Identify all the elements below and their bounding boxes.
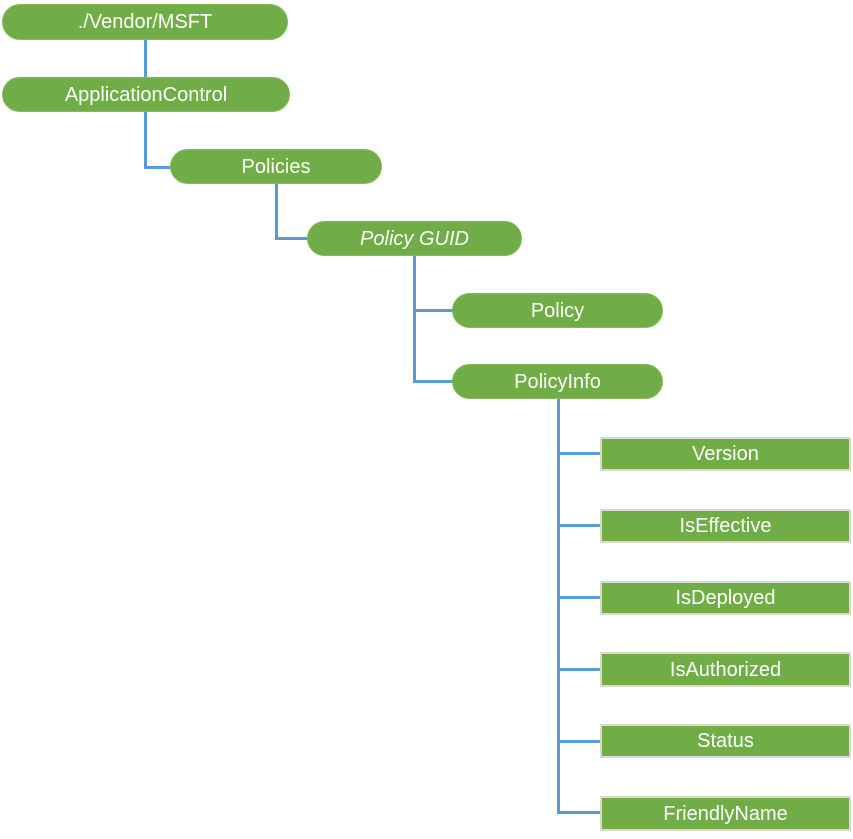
connector-policyinfo-to-isdeployed: [557, 596, 601, 599]
node-policies: Policies: [170, 149, 382, 184]
connector-applicationcontrol-to-policies-h: [144, 166, 171, 169]
connector-policyinfo-to-isauthorized: [557, 668, 601, 671]
node-policy-info: PolicyInfo: [452, 364, 663, 399]
connector-policies-to-policyguid-v: [275, 183, 278, 240]
node-application-control: ApplicationControl: [2, 77, 290, 112]
connector-policies-to-policyguid-h: [275, 237, 308, 240]
node-version: Version: [600, 437, 851, 471]
node-status: Status: [600, 724, 851, 758]
node-policy: Policy: [452, 293, 663, 328]
connector-vendor-to-applicationcontrol: [144, 39, 147, 78]
node-vendor-msft: ./Vendor/MSFT: [2, 4, 288, 40]
node-is-authorized: IsAuthorized: [600, 652, 851, 687]
node-is-deployed: IsDeployed: [600, 581, 851, 615]
connector-policyguid-to-policyinfo: [413, 380, 453, 383]
connector-policyinfo-to-friendlyname: [557, 811, 601, 814]
connector-policyinfo-to-version: [557, 452, 601, 455]
connector-policyguid-trunk: [413, 256, 416, 383]
connector-policyinfo-to-status: [557, 740, 601, 743]
node-policy-guid: Policy GUID: [307, 221, 522, 256]
node-is-effective: IsEffective: [600, 509, 851, 543]
node-friendly-name: FriendlyName: [600, 796, 851, 831]
connector-policyinfo-trunk: [557, 399, 560, 814]
connector-applicationcontrol-to-policies-v: [144, 112, 147, 169]
connector-policyguid-to-policy: [413, 309, 453, 312]
connector-policyinfo-to-iseffective: [557, 524, 601, 527]
